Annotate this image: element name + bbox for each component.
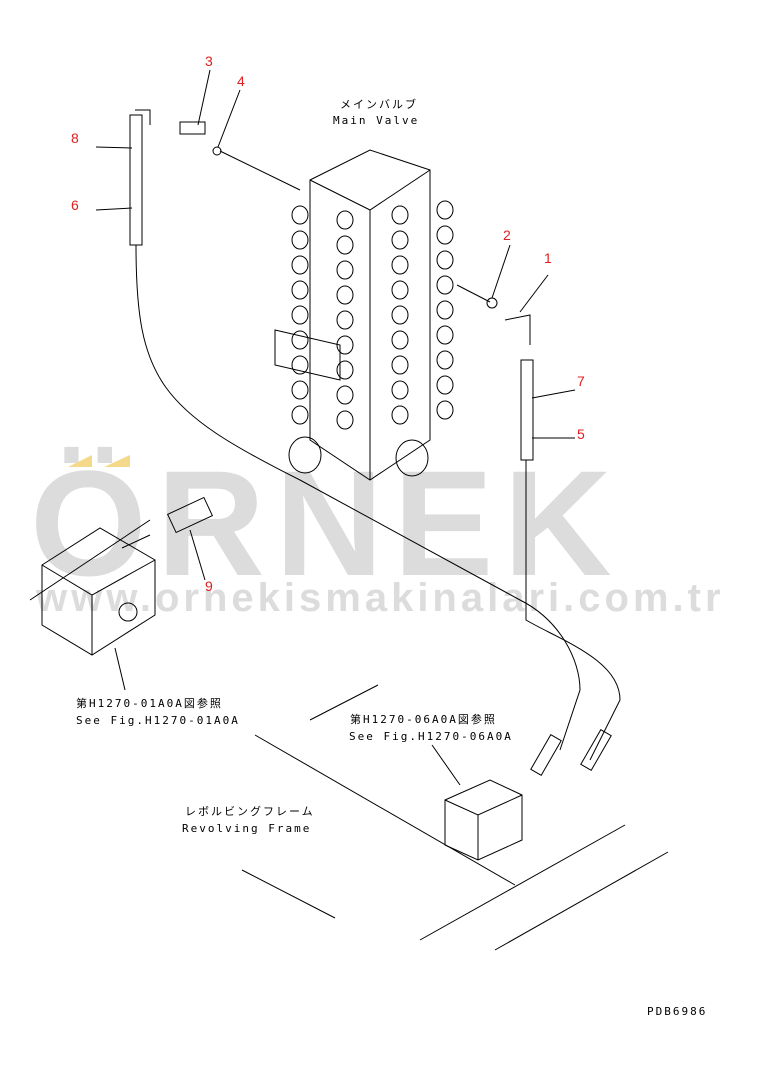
valve-port bbox=[291, 255, 309, 275]
valve-port bbox=[391, 380, 409, 400]
valve-port bbox=[391, 230, 409, 250]
callout-6: 6 bbox=[71, 197, 79, 213]
hose-left bbox=[129, 109, 621, 761]
watermark-accent bbox=[68, 455, 130, 467]
valve-port bbox=[436, 325, 454, 345]
valve-port bbox=[391, 205, 409, 225]
callout-1: 1 bbox=[544, 250, 552, 266]
valve-port bbox=[391, 305, 409, 325]
main-valve bbox=[274, 149, 454, 481]
callout-2: 2 bbox=[503, 227, 511, 243]
valve-port bbox=[291, 405, 309, 425]
valve-port bbox=[291, 380, 309, 400]
valve-port bbox=[436, 300, 454, 320]
valve-port bbox=[436, 250, 454, 270]
valve-port bbox=[436, 400, 454, 420]
pilot-block-left bbox=[41, 496, 214, 691]
valve-port bbox=[391, 405, 409, 425]
watermark-brand: ÖRNEK bbox=[30, 439, 622, 607]
valve-port bbox=[336, 260, 354, 280]
valve-port bbox=[336, 385, 354, 405]
valve-port bbox=[436, 375, 454, 395]
solenoid-block bbox=[431, 728, 612, 861]
drawing-id: PDB6986 bbox=[647, 1005, 708, 1018]
watermark-url: www.ornekismakinalari.com.tr bbox=[36, 576, 725, 620]
valve-port bbox=[336, 310, 354, 330]
valve-port bbox=[336, 235, 354, 255]
valve-port bbox=[436, 275, 454, 295]
hose-right bbox=[504, 314, 534, 461]
valve-port bbox=[391, 280, 409, 300]
valve-port bbox=[336, 410, 354, 430]
main-valve-label-jp: メインバルブ bbox=[340, 98, 418, 111]
valve-port bbox=[436, 225, 454, 245]
frame-label-en: Revolving Frame bbox=[182, 822, 312, 835]
ref-fig-01-jp: 第H1270-01A0A図参照 bbox=[76, 697, 223, 710]
valve-port bbox=[291, 305, 309, 325]
callout-3: 3 bbox=[205, 53, 213, 69]
ref-fig-06-en: See Fig.H1270-06A0A bbox=[349, 730, 513, 743]
valve-port bbox=[391, 330, 409, 350]
valve-port bbox=[291, 280, 309, 300]
main-valve-label-en: Main Valve bbox=[333, 114, 420, 127]
valve-port bbox=[291, 230, 309, 250]
revolving-frame-lines bbox=[241, 684, 669, 951]
valve-port bbox=[291, 355, 309, 375]
valve-port bbox=[336, 335, 354, 355]
callout-4: 4 bbox=[237, 73, 245, 89]
valve-port bbox=[336, 360, 354, 380]
valve-port bbox=[336, 210, 354, 230]
callout-5: 5 bbox=[577, 426, 585, 442]
ref-fig-01-en: See Fig.H1270-01A0A bbox=[76, 714, 240, 727]
frame-label-jp: レボルビングフレーム bbox=[185, 805, 315, 818]
callout-7: 7 bbox=[577, 373, 585, 389]
valve-port bbox=[436, 350, 454, 370]
leader-lines bbox=[29, 69, 576, 601]
fitting-3 bbox=[179, 121, 206, 135]
callout-8: 8 bbox=[71, 130, 79, 146]
valve-port bbox=[336, 285, 354, 305]
oring-2 bbox=[486, 297, 498, 309]
valve-port bbox=[436, 200, 454, 220]
ref-fig-06-jp: 第H1270-06A0A図参照 bbox=[350, 713, 497, 726]
valve-port bbox=[291, 330, 309, 350]
valve-port bbox=[391, 255, 409, 275]
callout-9: 9 bbox=[205, 578, 213, 594]
valve-port bbox=[391, 355, 409, 375]
oring-4 bbox=[212, 146, 222, 156]
valve-port bbox=[291, 205, 309, 225]
